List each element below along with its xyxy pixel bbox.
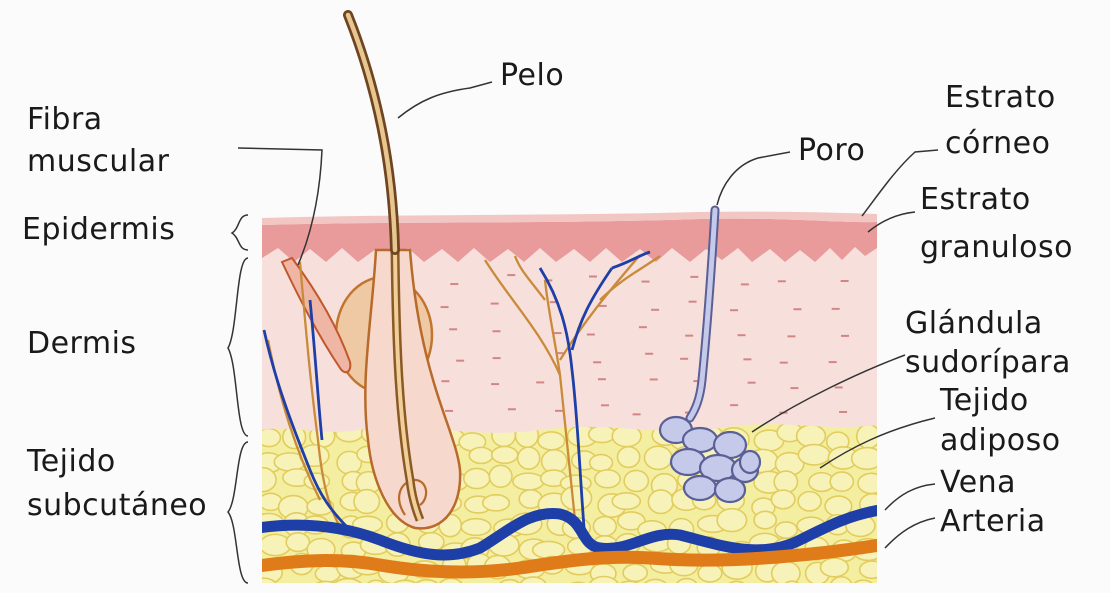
- fat-cell: [820, 558, 848, 577]
- fat-cell: [644, 446, 671, 469]
- label-estrato-granuloso-line1: Estrato: [920, 182, 1031, 218]
- label-poro: Poro: [798, 133, 865, 169]
- fat-cell: [257, 429, 280, 447]
- fat-cell: [538, 432, 565, 450]
- fat-cell: [589, 426, 616, 443]
- fat-cell: [798, 492, 821, 511]
- fat-cell: [249, 468, 276, 492]
- fat-cell: [775, 522, 797, 538]
- fat-cell: [717, 509, 746, 532]
- label-estrato-corneo-line2: córneo: [945, 126, 1050, 162]
- fat-cell: [615, 581, 644, 593]
- label-glandula-sudoripara-line2: sudorípara: [905, 345, 1071, 381]
- fat-cell: [754, 511, 776, 528]
- fat-cell: [354, 490, 379, 514]
- label-vena: Vena: [940, 465, 1016, 501]
- fat-cell: [858, 473, 885, 493]
- label-epidermis: Epidermis: [22, 212, 175, 248]
- label-tejido-subcutaneo-line1: Tejido: [27, 444, 116, 480]
- fat-cell: [797, 425, 826, 447]
- fat-cell: [413, 580, 439, 593]
- fat-cell: [561, 486, 591, 510]
- label-dermis: Dermis: [27, 326, 137, 362]
- fat-cell: [593, 517, 616, 537]
- fat-cell: [648, 490, 673, 514]
- fat-cell: [798, 445, 830, 465]
- fat-cell: [492, 446, 518, 463]
- fat-cell: [550, 584, 573, 593]
- hair-above-skin: [348, 15, 395, 250]
- fat-cell: [464, 468, 490, 488]
- fat-cell: [802, 584, 833, 593]
- layer-braces: [228, 215, 248, 583]
- fat-cell: [774, 471, 797, 493]
- fat-cell: [830, 577, 853, 593]
- fat-cell: [623, 564, 647, 581]
- fat-cell: [469, 584, 491, 593]
- fat-cell: [461, 519, 491, 536]
- fat-cell: [860, 561, 885, 578]
- label-fibra-muscular-line2: muscular: [27, 144, 169, 180]
- fat-cell: [333, 579, 363, 593]
- fat-cell: [284, 585, 313, 593]
- fat-cell: [642, 579, 668, 593]
- label-estrato-granuloso-line2: granuloso: [920, 230, 1073, 266]
- fat-cell: [612, 493, 640, 510]
- fat-cell: [830, 472, 853, 491]
- fat-cell: [513, 473, 544, 490]
- label-fibra-muscular-line1: Fibra: [27, 102, 103, 138]
- label-tejido-subcutaneo-line2: subcutáneo: [27, 488, 207, 524]
- fat-cell: [590, 455, 613, 472]
- fat-cell: [617, 447, 639, 468]
- fat-cell: [698, 564, 722, 581]
- fat-cell: [624, 470, 648, 491]
- fat-cell: [695, 587, 721, 593]
- label-arteria: Arteria: [940, 504, 1046, 540]
- label-estrato-corneo-line1: Estrato: [945, 80, 1056, 116]
- fat-cell: [851, 580, 875, 593]
- fat-cell: [489, 465, 512, 487]
- fat-cell: [469, 447, 493, 463]
- fat-cell: [564, 582, 591, 593]
- label-pelo: Pelo: [500, 58, 564, 94]
- fat-cell: [676, 579, 698, 593]
- fat-cell: [286, 533, 309, 552]
- fat-cell: [747, 587, 778, 593]
- fat-cell: [589, 576, 619, 593]
- fat-cell: [852, 448, 883, 470]
- fat-cell: [518, 447, 540, 469]
- fat-cell: [498, 580, 521, 593]
- fat-cell: [311, 581, 341, 593]
- fat-cell: [771, 490, 794, 509]
- fat-cell: [520, 577, 547, 593]
- fat-cell: [724, 581, 749, 593]
- label-tejido-adiposo-line1: Tejido: [940, 383, 1029, 419]
- skin-block: [249, 210, 885, 593]
- fat-cell: [390, 580, 420, 593]
- fat-cell: [250, 578, 278, 593]
- label-tejido-adiposo-line2: adiposo: [940, 423, 1061, 459]
- fat-cell: [483, 495, 510, 511]
- label-glandula-sudoripara-line1: Glándula: [905, 306, 1043, 342]
- fat-cell: [595, 470, 620, 488]
